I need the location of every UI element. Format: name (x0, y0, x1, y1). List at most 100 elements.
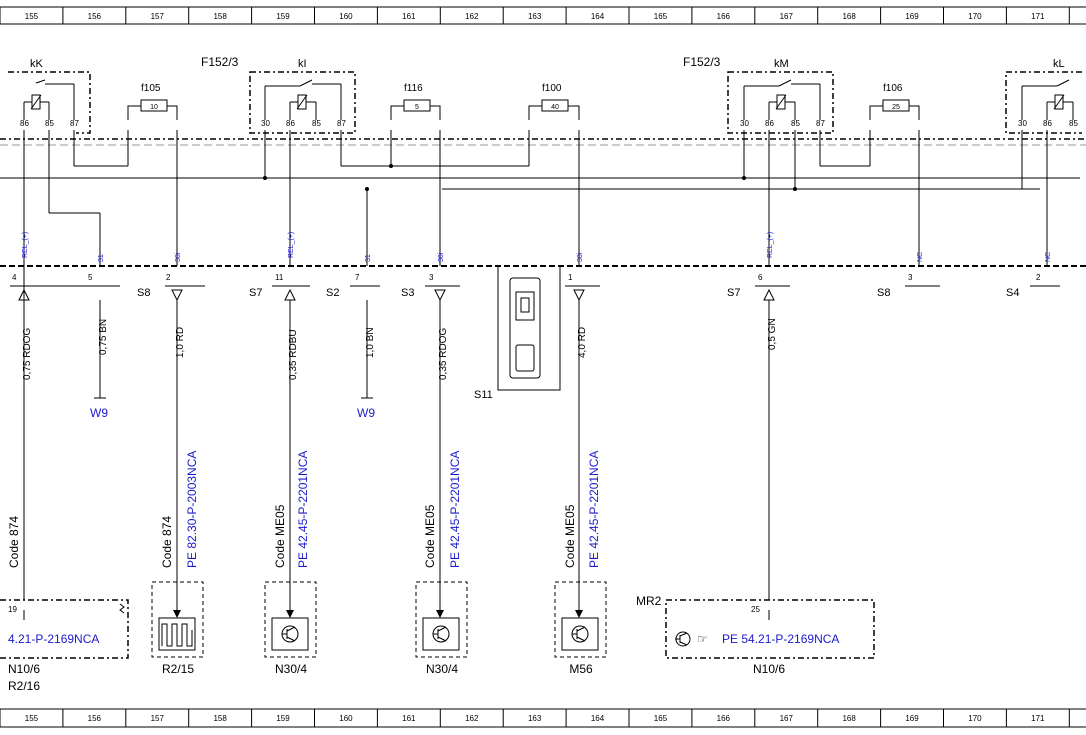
relay-box-kk (8, 71, 91, 134)
ruler-number: 159 (276, 12, 290, 21)
group-s7-left: S7 (249, 287, 262, 299)
module-box-n10-left (0, 599, 129, 659)
conn-pin-2: 2 (166, 273, 171, 282)
pin-km-87: 87 (816, 119, 825, 128)
signal-30i-1: 30i (175, 252, 182, 262)
ruler-number: 161 (402, 714, 416, 723)
ref-label-1[interactable]: PE 82.30-P-2003NCA (185, 451, 199, 568)
pin-kl-86: 86 (1043, 119, 1052, 128)
ruler-number: 164 (591, 12, 605, 21)
ruler-number: 165 (654, 714, 668, 723)
signal-30i-3: 30i (577, 252, 584, 262)
ground-w9-right: W9 (357, 406, 375, 420)
connector-s11 (497, 266, 561, 391)
relay-box-km (727, 71, 834, 134)
group-s8-left: S8 (137, 287, 150, 299)
conn-pin-4: 4 (12, 273, 17, 282)
conn-pin-2b: 2 (1036, 273, 1041, 282)
ruler-number: 156 (88, 714, 102, 723)
signal-31-1: 31 (98, 254, 105, 262)
pin-kk-87: 87 (70, 119, 79, 128)
ruler-number: 171 (1031, 714, 1045, 723)
ruler-number: 155 (25, 12, 39, 21)
ruler-number: 161 (402, 12, 416, 21)
code-label-2: Code 874 (160, 516, 174, 568)
pin-ki-30: 30 (261, 119, 270, 128)
module-box-n10-right (665, 599, 875, 659)
fuse-label-f105: f105 (141, 83, 161, 94)
ruler-number: 165 (654, 12, 668, 21)
component-label-r215: R2/15 (162, 662, 194, 676)
ruler-number: 166 (717, 714, 731, 723)
ruler-number: 168 (842, 12, 856, 21)
wire-label-5: 1,0 BN (365, 327, 376, 358)
wire-label-2: 0,75 BN (98, 319, 109, 355)
module-n10-left-ref[interactable]: 4.21-P-2169NCA (8, 632, 99, 646)
ref-label-4[interactable]: PE 42.45-P-2201NCA (587, 451, 601, 568)
ruler-number: 163 (528, 714, 542, 723)
module-n10-right-pin: 25 (751, 605, 760, 614)
ground-w9-left: W9 (90, 406, 108, 420)
fuse-value-f116: 5 (415, 104, 419, 111)
module-n10-right-ref[interactable]: PE 54.21-P-2169NCA (722, 632, 839, 646)
module-label-f152-right: F152/3 (683, 55, 721, 69)
pin-kk-86: 86 (20, 119, 29, 128)
relay-box-ki (249, 71, 356, 134)
ruler-number: 162 (465, 12, 479, 21)
conn-pin-1: 1 (568, 273, 573, 282)
ruler-number: 164 (591, 714, 605, 723)
code-label-3: Code ME05 (273, 504, 287, 568)
ruler-number: 170 (968, 714, 982, 723)
wire-label-8: 0,5 GN (767, 318, 778, 350)
ruler-number: 167 (780, 12, 794, 21)
module-label-f152-left: F152/3 (201, 55, 239, 69)
ruler-number: 157 (151, 714, 165, 723)
ruler-number: 160 (339, 714, 353, 723)
code-label-4: Code ME05 (423, 504, 437, 568)
relay-box-kl (1005, 71, 1082, 134)
wire-label-3: 1,0 RD (175, 327, 186, 358)
group-s3: S3 (401, 287, 414, 299)
relay-label-kk: kK (30, 58, 44, 70)
wire-label-4: 0,35 RDBU (288, 329, 299, 380)
ref-label-2[interactable]: PE 42.45-P-2201NCA (296, 451, 310, 568)
ruler-number: 171 (1031, 12, 1045, 21)
ruler-number: 158 (213, 12, 227, 21)
pin-ki-86: 86 (286, 119, 295, 128)
relay-label-km: kM (774, 58, 789, 70)
ruler-number: 162 (465, 714, 479, 723)
conn-pin-3: 3 (429, 273, 434, 282)
signal-30i-2: 30i (438, 252, 445, 262)
ref-label-3[interactable]: PE 42.45-P-2201NCA (448, 451, 462, 568)
module-n10-left-label: N10/6 (8, 662, 40, 676)
code-label-1: Code 874 (7, 516, 21, 568)
signal-rel-3: REL_(+) (767, 232, 774, 258)
group-s7-right: S7 (727, 287, 740, 299)
component-label-n10-right: N10/6 (753, 662, 785, 676)
ruler-number: 168 (842, 714, 856, 723)
fuse-value-f100: 40 (551, 104, 559, 111)
pin-ki-87: 87 (337, 119, 346, 128)
module-r216-label: R2/16 (8, 679, 40, 693)
signal-nc-1: NC (917, 252, 924, 262)
fuse-value-f105: 10 (150, 104, 158, 111)
conn-pin-6: 6 (758, 273, 763, 282)
signal-rel-2: REL_(+) (288, 232, 295, 258)
module-mr2-label: MR2 (636, 594, 662, 608)
fuse-label-f106: f106 (883, 83, 903, 94)
ruler-number: 156 (88, 12, 102, 21)
pin-km-30: 30 (740, 119, 749, 128)
ruler-number: 155 (25, 714, 39, 723)
wire-label-7: 4,0 RD (577, 327, 588, 358)
pin-kl-85: 85 (1069, 119, 1078, 128)
signal-31-2: 31 (365, 254, 372, 262)
component-label-m56: M56 (569, 662, 593, 676)
ruler-number: 169 (905, 714, 919, 723)
group-s2: S2 (326, 287, 339, 299)
pin-ki-85: 85 (312, 119, 321, 128)
signal-nc-2: NC (1045, 252, 1052, 262)
conn-pin-11: 11 (275, 273, 284, 282)
ruler-number: 158 (213, 714, 227, 723)
